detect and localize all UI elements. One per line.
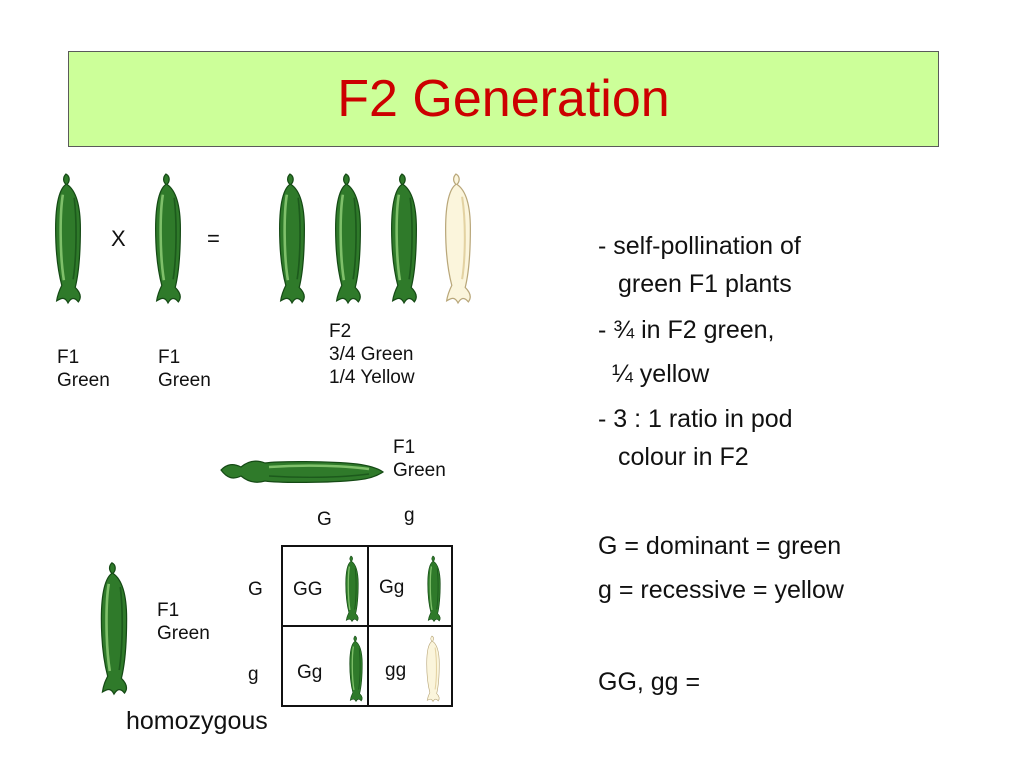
definition-line: G = dominant = green bbox=[598, 532, 842, 560]
punnett-cell-genotype: gg bbox=[385, 660, 407, 681]
slide-title: F2 Generation bbox=[337, 70, 670, 128]
bullet-line: ¼ yellow bbox=[612, 360, 710, 388]
punnett-left-parent-label: F1 Green bbox=[157, 600, 210, 644]
homozygous-text: homozygous bbox=[126, 707, 268, 735]
punnett-row-header: g bbox=[248, 664, 259, 685]
punnett-row-header: G bbox=[248, 579, 263, 600]
punnett-cell-genotype: Gg bbox=[297, 662, 323, 683]
offspring-label: F2 3/4 Green 1/4 Yellow bbox=[329, 321, 415, 388]
parent1-label: F1 Green bbox=[57, 347, 110, 391]
pea-pod-horizontal-icon bbox=[220, 460, 385, 483]
punnett-top-parent-label: F1 Green bbox=[393, 437, 446, 481]
bullet-line: green F1 plants bbox=[618, 270, 792, 298]
punnett-col-header: G bbox=[317, 509, 332, 530]
pea-pod-green-icon bbox=[93, 560, 135, 698]
pea-pod-green-icon bbox=[423, 555, 445, 623]
bullet-line: colour in F2 bbox=[618, 443, 749, 471]
pea-pod-yellow-icon bbox=[437, 172, 479, 306]
equals-symbol: = bbox=[207, 226, 220, 251]
punnett-cell-genotype: Gg bbox=[379, 577, 405, 598]
parent2-label: F1 Green bbox=[158, 347, 211, 391]
pea-pod-green-icon bbox=[47, 172, 89, 306]
pea-pod-green-icon bbox=[271, 172, 313, 306]
bullet-line: - 3 : 1 ratio in pod bbox=[598, 405, 793, 433]
bullet-line: - self-pollination of bbox=[598, 232, 801, 260]
pea-pod-yellow-icon bbox=[421, 635, 445, 703]
pea-pod-green-icon bbox=[147, 172, 189, 306]
pea-pod-green-icon bbox=[341, 555, 363, 623]
definition-line: GG, gg = bbox=[598, 668, 701, 696]
punnett-horizontal-divider bbox=[283, 625, 451, 627]
pea-pod-green-icon bbox=[327, 172, 369, 306]
punnett-col-header: g bbox=[404, 505, 415, 526]
definition-line: g = recessive = yellow bbox=[598, 576, 844, 604]
pea-pod-green-icon bbox=[383, 172, 425, 306]
bullet-line: - ¾ in F2 green, bbox=[598, 316, 775, 344]
punnett-square: GG Gg Gg gg bbox=[281, 545, 453, 707]
title-box: F2 Generation bbox=[68, 51, 939, 147]
times-symbol: X bbox=[111, 226, 126, 251]
pea-pod-green-icon bbox=[345, 635, 367, 703]
punnett-cell-genotype: GG bbox=[293, 579, 323, 600]
